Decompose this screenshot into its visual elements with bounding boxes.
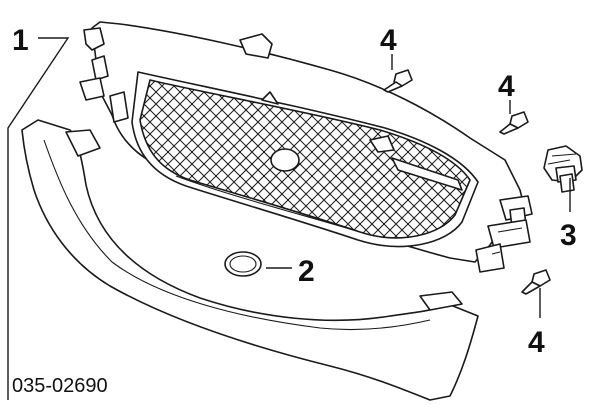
mesh-line [140, 80, 197, 238]
callout-1-leader [7, 37, 70, 400]
mesh-line [307, 80, 470, 238]
mesh-line [584, 40, 600, 300]
mesh-line [259, 80, 470, 238]
emblem [224, 251, 292, 277]
screw-bottom [521, 269, 551, 318]
mesh-line [0, 40, 28, 300]
catalog-code: 035-02690 [12, 375, 108, 397]
grille-assembly [0, 21, 600, 300]
grille-emblem [270, 148, 300, 172]
callout-3-label: 3 [560, 219, 577, 252]
mesh-line [0, 40, 28, 300]
callout-2-label: 2 [298, 255, 315, 288]
callout-1-label: 1 [12, 24, 29, 57]
mesh-line [0, 40, 4, 300]
clip [543, 145, 583, 212]
callout-4-label-top: 4 [380, 24, 397, 57]
callout-4-label-middle: 4 [498, 70, 515, 103]
bumper-panel [21, 119, 479, 401]
mesh-line [596, 40, 600, 300]
mesh-line [0, 40, 4, 300]
callout-4-label-bottom: 4 [528, 326, 545, 359]
mesh-line [596, 40, 600, 300]
screw-top [383, 54, 413, 93]
mesh-line [584, 40, 600, 300]
screw-middle [499, 100, 529, 135]
mesh-line [319, 80, 470, 238]
